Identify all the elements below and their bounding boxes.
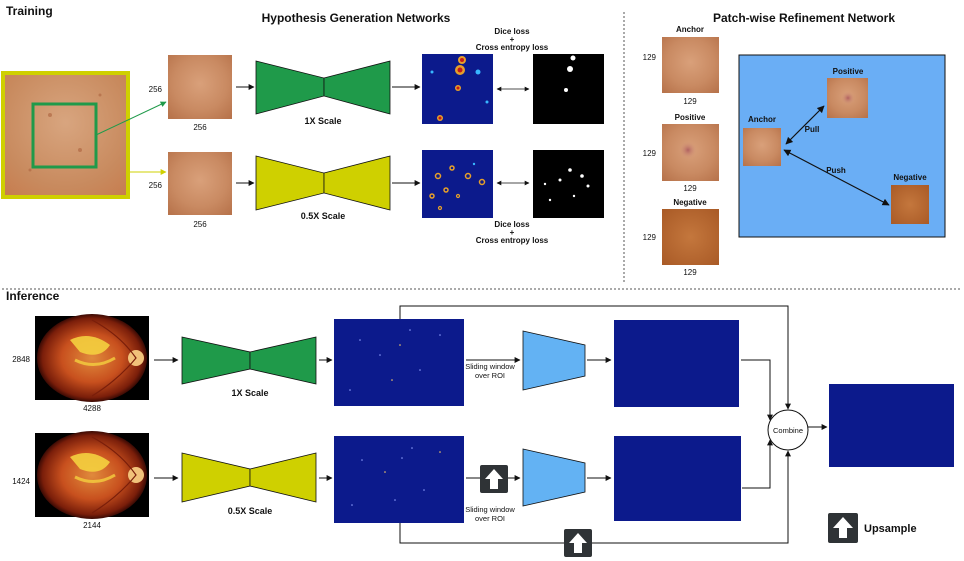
combine-node [767,409,809,451]
triplet-negative-label: Negative [893,173,927,182]
train-row2-scale: 0.5X Scale [301,211,346,221]
triplet-anchor-image [743,128,781,166]
loss-top-line1: Dice loss [494,27,530,36]
patch-negative-label: Negative [673,198,707,207]
infer-decoder-05x [249,452,317,503]
section-inference-label: Inference [6,289,60,303]
loss-top-line3: Cross entropy loss [476,43,549,52]
infer-row1-refined-map [614,320,739,407]
patch-positive-height: 129 [643,149,657,158]
train-row1-patch [168,55,232,119]
refined-to-combine-05x [742,439,773,489]
infer-row1-sliding-2: over ROI [475,371,505,380]
train-row1-scale: 1X Scale [304,116,341,126]
infer-row2-height: 1424 [12,477,30,486]
hgn-title: Hypothesis Generation Networks [262,11,451,25]
infer-encoder-1x [181,336,251,385]
patch-anchor-label: Anchor [676,25,704,34]
refined-to-combine-1x [741,359,773,421]
section-training-label: Training [6,4,53,18]
patch-negative-height: 129 [643,233,657,242]
train-groundtruth-05x [533,150,604,218]
loss-bottom-line1: Dice loss [494,220,530,229]
infer-row1-height: 2848 [12,355,30,364]
train-row2-width: 256 [193,220,207,229]
loss-top-line2: + [510,35,515,44]
infer-row1-refinement-net [522,330,586,391]
encoder-05x [255,155,325,211]
legend-upsample-icon [828,513,858,543]
patch-anchor-width: 129 [683,97,697,106]
infer-row1-hypothesis-map [334,319,464,406]
encoder-1x [255,60,325,115]
loss-bottom-line3: Cross entropy loss [476,236,549,245]
triplet-positive-image [827,78,868,118]
triplet-negative-image [891,185,929,224]
bypass-line-05x [399,450,791,544]
bypass-upsample-icon [564,529,592,557]
train-prediction-1x [422,54,493,124]
infer-row2-refinement-net [522,448,586,507]
train-row2-height: 256 [149,181,163,190]
infer-row2-scale: 0.5X Scale [228,506,273,516]
train-row1-width: 256 [193,123,207,132]
infer-row2-sliding-1: Sliding window [465,505,515,514]
infer-row1-width: 4288 [83,404,101,413]
train-row2-patch [168,152,232,215]
infer-row2-sliding-2: over ROI [475,514,505,523]
triplet-positive-label: Positive [833,67,864,76]
legend-upsample-label: Upsample [864,523,917,535]
patch-positive-image [662,124,719,181]
combine-label: Combine [773,426,803,435]
train-row1-height: 256 [149,85,163,94]
infer-decoder-1x [249,336,317,385]
final-output-map [829,384,954,467]
infer-encoder-05x [181,452,251,503]
skin-input-image [1,71,130,199]
infer-row2-width: 2144 [83,521,101,530]
infer-row2-fundus-image [35,431,149,519]
infer-row1-sliding-1: Sliding window [465,362,515,371]
patch-anchor-height: 129 [643,53,657,62]
patch-positive-label: Positive [675,113,706,122]
crop-arrow-1x [95,101,167,136]
decoder-05x [323,155,391,211]
bypass-line-1x [399,305,791,410]
train-prediction-05x [422,150,493,218]
push-label: Push [826,166,846,175]
infer-row1-fundus-image [35,314,149,402]
triplet-anchor-label: Anchor [748,115,776,124]
infer-row2-hypothesis-map [334,436,464,523]
infer-row2-upsample-icon [480,465,508,493]
prn-title: Patch-wise Refinement Network [713,11,895,25]
infer-row1-scale: 1X Scale [231,388,268,398]
patch-negative-width: 129 [683,268,697,277]
infer-row2-refined-map [614,436,741,521]
decoder-1x [323,60,391,115]
pull-arrow [785,105,825,145]
pull-label: Pull [805,125,820,134]
patch-anchor-image [662,37,719,93]
patch-negative-image [662,209,719,265]
push-arrow [783,149,890,206]
loss-bottom-line2: + [510,228,515,237]
patch-positive-width: 129 [683,184,697,193]
train-groundtruth-1x [533,54,604,124]
crop-box [31,102,98,169]
